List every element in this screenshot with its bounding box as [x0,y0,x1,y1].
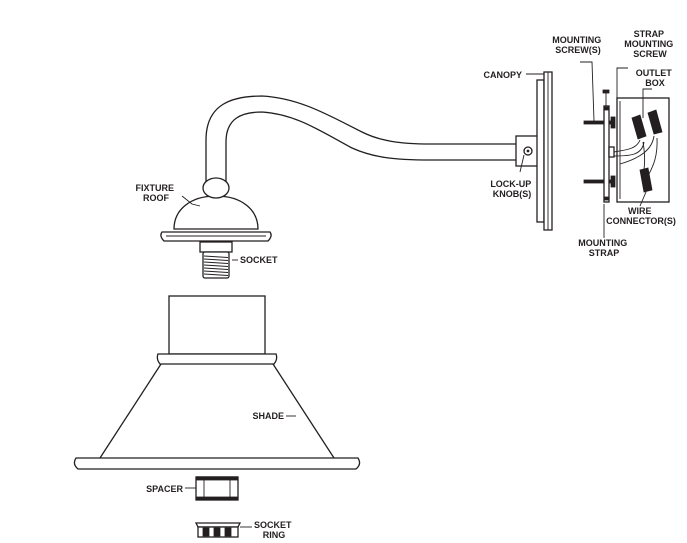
mounting-screw-lower [583,175,616,188]
socket-thread [203,267,229,270]
label-strap-mounting-screw: STRAP MOUNTING SCREW [624,29,676,59]
fixture-roof [160,177,272,242]
label-lock-up-knobs: LOCK-UP KNOB(S) [490,179,533,199]
label-shade: SHADE [252,411,284,421]
socket [199,241,233,279]
labels: MOUNTING SCREW(S) STRAP MOUNTING SCREW O… [135,29,675,540]
label-mounting-strap: MOUNTING STRAP [578,238,630,258]
label-spacer: SPACER [146,484,183,494]
label-outlet-box: OUTLET BOX [636,68,675,88]
label-socket: SOCKET [240,255,278,265]
label-wire-connectors: WIRE CONNECTOR(S) [606,206,676,226]
label-socket-ring: SOCKET RING [254,520,294,540]
socket-thread [203,270,229,273]
socket-thread [203,261,229,264]
shade [73,295,361,470]
mounting-strap [602,89,615,203]
gooseneck-arm [205,95,516,183]
socket-thread [203,273,229,276]
socket-ring [194,522,242,538]
spacer [195,476,239,501]
socket-thread [203,264,229,267]
mounting-screw-upper [583,116,616,129]
socket-thread [203,255,229,258]
leader-lines [181,61,652,528]
label-fixture-roof: FIXTURE ROOF [135,183,176,203]
canopy-assembly [515,71,553,231]
wire-connectors [613,109,663,193]
label-mounting-screws: MOUNTING SCREW(S) [552,35,604,55]
socket-thread [203,258,229,261]
label-canopy: CANOPY [483,70,522,80]
